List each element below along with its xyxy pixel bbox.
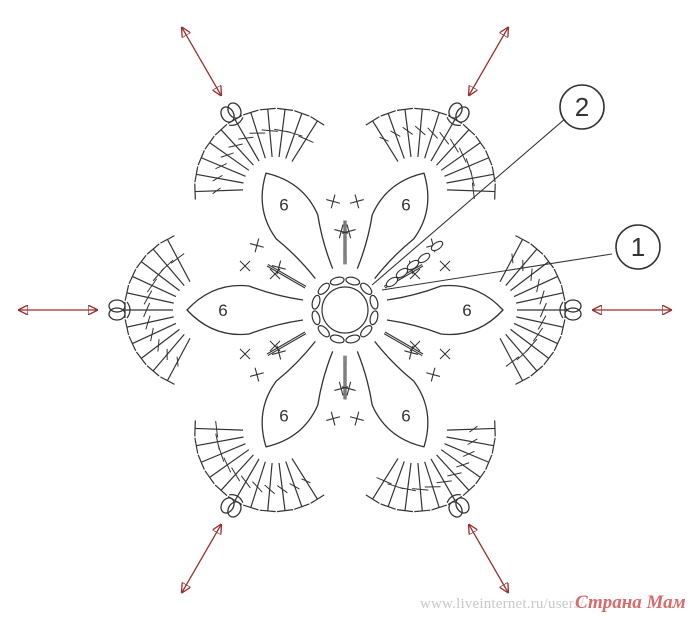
stitch-fan bbox=[124, 235, 306, 385]
petal-outline bbox=[356, 172, 429, 280]
picot bbox=[559, 299, 582, 321]
ring-inner bbox=[321, 286, 369, 334]
callout-2-circle bbox=[559, 84, 605, 130]
petal-label: 6 bbox=[401, 195, 410, 214]
direction-arrow bbox=[469, 525, 508, 593]
petal-outline bbox=[386, 284, 504, 336]
chain-loop bbox=[360, 282, 373, 295]
petal-arm: 6 bbox=[341, 0, 573, 287]
chain-loop bbox=[360, 325, 373, 338]
petal-outline bbox=[356, 340, 429, 448]
picot bbox=[446, 102, 470, 126]
direction-arrow bbox=[469, 28, 508, 96]
direction-arrow bbox=[182, 525, 221, 593]
chain-loop bbox=[329, 276, 345, 286]
chain-loop bbox=[345, 276, 361, 286]
petal-arm: 6 bbox=[118, 0, 349, 287]
chain-loop bbox=[345, 334, 361, 344]
petal-label: 6 bbox=[279, 195, 288, 214]
center-ring bbox=[311, 240, 444, 344]
chain-loop bbox=[430, 240, 444, 252]
callout-1-circle bbox=[615, 224, 661, 270]
petal-outline bbox=[261, 340, 334, 448]
petal-label: 6 bbox=[401, 407, 410, 426]
petal-arm: 6 bbox=[118, 333, 349, 622]
petal-label: 6 bbox=[279, 407, 288, 426]
chain-loop bbox=[385, 276, 399, 288]
petal-label: 6 bbox=[218, 301, 227, 320]
watermark-url: www.liveinternet.ru/users/ bbox=[420, 596, 585, 612]
chain-loop bbox=[369, 310, 379, 326]
stitch-fan bbox=[384, 235, 566, 385]
picot bbox=[220, 102, 244, 126]
chain-loop bbox=[369, 294, 379, 310]
chain-loop bbox=[417, 252, 431, 264]
callout-2-label: 2 bbox=[575, 92, 589, 122]
chain-loop bbox=[317, 325, 330, 338]
chain-loop bbox=[395, 267, 409, 279]
picot bbox=[108, 299, 131, 321]
picot bbox=[446, 494, 470, 518]
stitch-fan bbox=[341, 333, 496, 513]
petal-outline bbox=[261, 172, 334, 280]
picot bbox=[220, 494, 244, 518]
petal-arm: 6 bbox=[19, 235, 306, 385]
petal-outline bbox=[186, 284, 304, 336]
chain-loop bbox=[311, 294, 321, 310]
callouts: 1 2 bbox=[371, 84, 661, 291]
petal-arm: 6 bbox=[341, 333, 573, 622]
chain-loop bbox=[329, 334, 345, 344]
chain-loop bbox=[311, 310, 321, 326]
petal-arms: 6 6 6 6 6 6 bbox=[19, 0, 671, 622]
watermark-brand: Страна Мам bbox=[575, 592, 686, 613]
chain-loop bbox=[317, 282, 330, 295]
petal-arm: 6 bbox=[384, 235, 671, 385]
callout-1-label: 1 bbox=[631, 232, 645, 262]
direction-arrow bbox=[182, 28, 221, 96]
petal-label: 6 bbox=[462, 301, 471, 320]
